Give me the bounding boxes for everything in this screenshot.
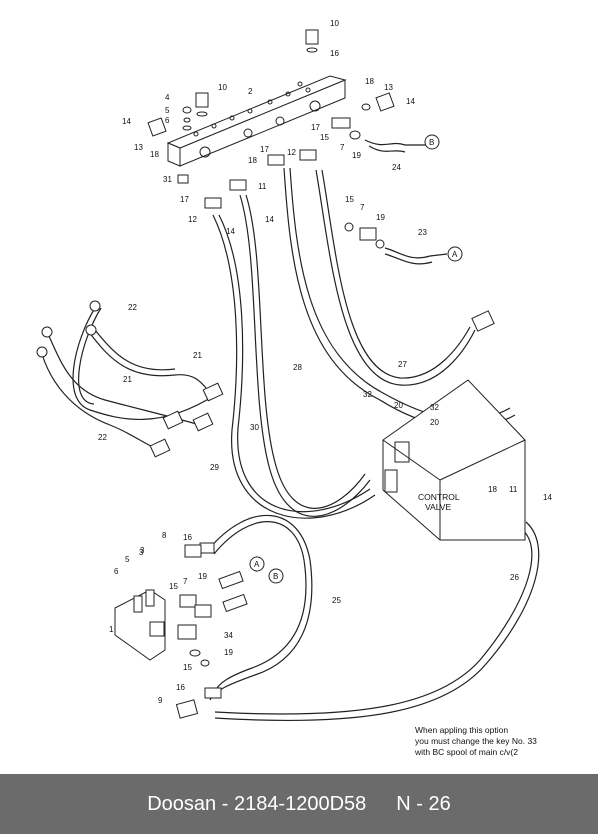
callout-b-top: B <box>429 138 434 147</box>
part-number-label: 27 <box>398 360 407 369</box>
part-number-label: 34 <box>224 631 233 640</box>
part-number-label: 25 <box>332 596 341 605</box>
catalog-footer-bar: Doosan - 2184-1200D58 N - 26 <box>0 774 598 834</box>
part-number-label: 5 <box>165 106 170 115</box>
part-number-label: 14 <box>265 215 274 224</box>
part-number-label: 12 <box>188 215 197 224</box>
part-number-label: 20 <box>394 401 403 410</box>
part-number-label: 11 <box>258 182 267 191</box>
part-number-label: 18 <box>248 156 257 165</box>
part-number-label: 31 <box>163 175 172 184</box>
part-number-label: 3 <box>139 548 144 557</box>
part-number-label: 16 <box>183 533 192 542</box>
part-number-label: 17 <box>180 195 189 204</box>
part-number-label: 22 <box>98 433 107 442</box>
part-number-label: 2 <box>248 87 253 96</box>
part-number-label: 20 <box>430 418 439 427</box>
part-number-label: 1 <box>109 625 114 634</box>
control-valve-label-2: VALVE <box>425 502 451 512</box>
part-number-label: 15 <box>320 133 329 142</box>
part-number-label: 8 <box>162 531 167 540</box>
part-number-label: 10 <box>218 83 227 92</box>
part-number-label: 13 <box>384 83 393 92</box>
part-number-label: 14 <box>122 117 131 126</box>
part-number-label: 22 <box>128 303 137 312</box>
part-number-label: 18 <box>488 485 497 494</box>
part-number-label: 7 <box>360 203 365 212</box>
part-number-label: 19 <box>352 151 361 160</box>
part-number-label: 19 <box>224 648 233 657</box>
part-number-label: 4 <box>165 93 170 102</box>
part-number-label: 17 <box>260 145 269 154</box>
callout-a-bottom: A <box>254 560 260 569</box>
part-number-label: 18 <box>365 77 374 86</box>
part-number-label: 26 <box>510 573 519 582</box>
control-valve-label-1: CONTROL <box>418 492 460 502</box>
part-number-label: 11 <box>509 485 518 494</box>
manifold-block <box>166 75 347 167</box>
hydraulic-piping-diagram: B A A B CONTROL VALVE 101621045631813141… <box>36 19 552 722</box>
part-number-label: 14 <box>406 97 415 106</box>
part-number-label: 10 <box>330 19 339 28</box>
part-number-label: 24 <box>392 163 401 172</box>
part-number-label: 12 <box>287 148 296 157</box>
part-number-label: 32 <box>430 403 439 412</box>
part-number-label: 23 <box>418 228 427 237</box>
part-number-label: 15 <box>169 582 178 591</box>
part-number-label: 15 <box>183 663 192 672</box>
part-number-title: Doosan - 2184-1200D58 <box>147 792 367 815</box>
part-number-label: 13 <box>134 143 143 152</box>
part-number-label: 29 <box>210 463 219 472</box>
part-number-label: 6 <box>114 567 119 576</box>
part-number-label: 9 <box>158 696 163 705</box>
part-number-label: 19 <box>198 572 207 581</box>
control-valve-box <box>382 379 526 541</box>
callout-markers <box>249 134 463 584</box>
plug-fittings <box>147 29 395 249</box>
aux-valve-assembly <box>114 544 248 719</box>
part-number-label: 28 <box>293 363 302 372</box>
part-number-label: 14 <box>226 227 235 236</box>
part-number-label: 7 <box>183 577 188 586</box>
part-number-label: 3 <box>140 546 145 555</box>
part-number-label: 17 <box>311 123 320 132</box>
part-number-labels: 1016210456318131414131817157192412171811… <box>98 19 552 705</box>
callout-b-bottom: B <box>273 572 278 581</box>
page-number: N - 26 <box>396 792 451 815</box>
part-number-label: 21 <box>123 375 132 384</box>
part-number-label: 16 <box>330 49 339 58</box>
part-number-label: 15 <box>345 195 354 204</box>
option-note-line-1: When appling this option <box>415 725 509 735</box>
part-number-label: 16 <box>176 683 185 692</box>
part-number-label: 18 <box>150 150 159 159</box>
part-number-label: 32 <box>363 390 372 399</box>
part-number-label: 6 <box>165 116 170 125</box>
option-note-line-2: you must change the key No. 33 <box>415 736 537 746</box>
option-note-line-3: with BC spool of main c/v(2 <box>415 747 518 757</box>
part-number-label: 19 <box>376 213 385 222</box>
callout-a-top: A <box>452 250 458 259</box>
part-number-label: 30 <box>250 423 259 432</box>
part-number-label: 5 <box>125 555 130 564</box>
part-number-label: 14 <box>543 493 552 502</box>
part-number-label: 7 <box>340 143 345 152</box>
part-number-label: 21 <box>193 351 202 360</box>
